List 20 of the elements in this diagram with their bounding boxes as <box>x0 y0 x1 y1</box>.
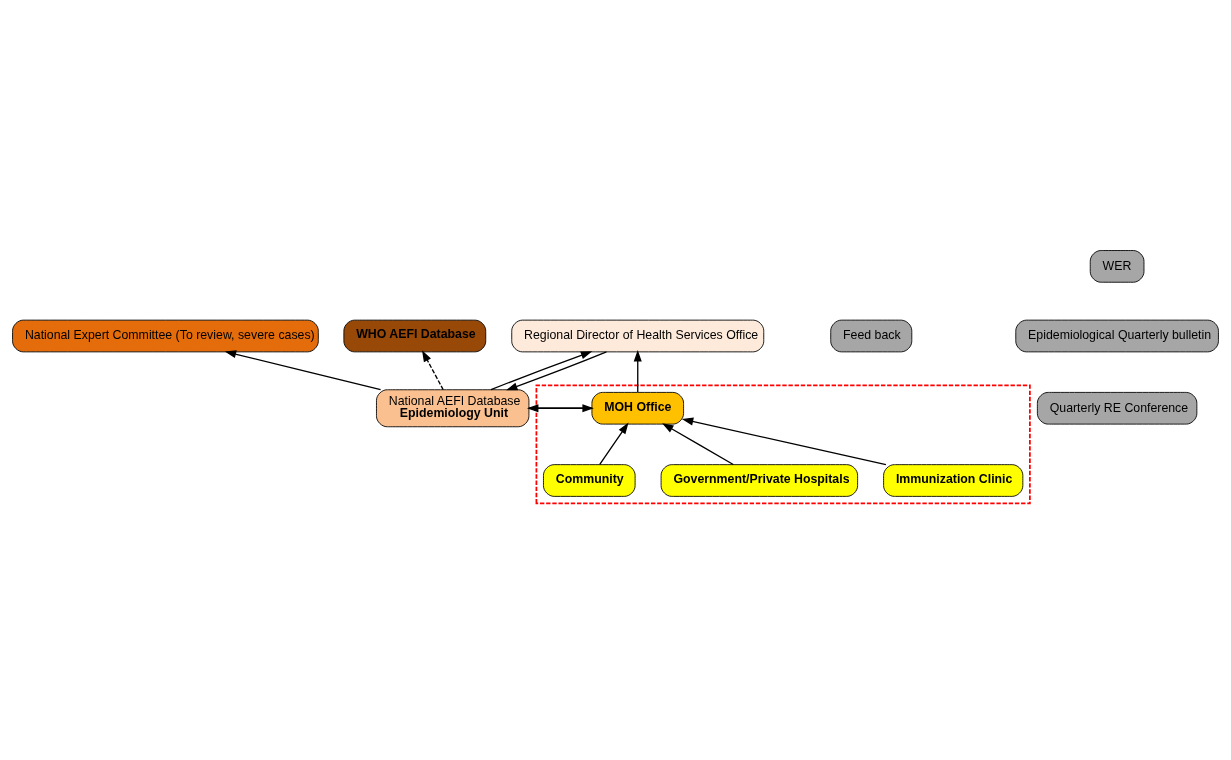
arrow <box>224 349 382 390</box>
node-box: Government/Private Hospitals <box>660 463 859 497</box>
node-box: WHO AEFI Database <box>343 319 487 352</box>
arrow <box>599 422 629 465</box>
node-box: Regional Director of Health Services Office <box>511 319 765 352</box>
node-box: WER <box>1089 249 1145 283</box>
node-box: Quarterly RE Conference <box>1036 391 1198 425</box>
arrow <box>422 349 444 390</box>
arrow <box>490 350 593 390</box>
arrow <box>506 350 608 390</box>
arrow <box>681 417 887 465</box>
arrow <box>633 349 642 393</box>
node-box: Immunization Clinic <box>883 463 1024 497</box>
node-box: National AEFI Database Epidemiology Unit <box>376 388 530 427</box>
node-box: MOH Office <box>591 391 684 425</box>
node-box: Epidemiological Quarterly bulletin <box>1015 319 1219 352</box>
node-box: National Expert Committee (To review, severe cases) <box>12 319 319 352</box>
arrow <box>662 422 734 465</box>
node-box: Feed back <box>830 319 913 352</box>
node-box: Community <box>543 463 636 497</box>
